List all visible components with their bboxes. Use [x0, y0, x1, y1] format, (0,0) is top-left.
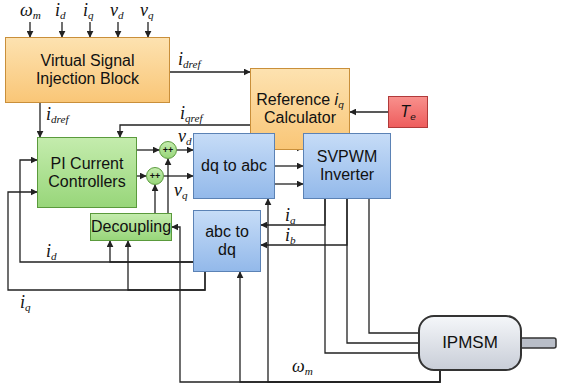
motor-shaft — [520, 338, 556, 348]
symbol-letter: i — [46, 241, 51, 261]
symbol-subscript: dref — [51, 113, 69, 125]
node-text: dq to abc — [201, 157, 267, 175]
node-text: abc to dq — [198, 223, 256, 259]
process-box: Decoupling — [90, 213, 172, 241]
signal-label: vq — [174, 181, 188, 199]
node-text: Decoupling — [91, 218, 171, 236]
signal-label: idref — [178, 50, 201, 68]
signal-label: iq — [20, 293, 31, 311]
signal-connector — [240, 272, 440, 382]
symbol-subscript: d — [186, 135, 192, 147]
node-text: + — [163, 146, 168, 155]
signal-connector — [369, 199, 418, 333]
signal-connector — [170, 71, 250, 72]
signal-label: ωm — [20, 1, 41, 19]
sum-junction: ++ — [146, 167, 164, 185]
sum-junction: ++ — [159, 141, 177, 159]
inverter-box: SVPWM Inverter — [303, 133, 391, 199]
symbol-subscript: q — [338, 99, 344, 110]
signal-label: id — [55, 1, 66, 19]
symbol-subscript: d — [51, 250, 57, 262]
symbol-subscript: q — [182, 189, 188, 201]
node-text: Virtual Signal Injection Block — [10, 52, 165, 88]
symbol-letter: i — [285, 205, 290, 225]
signal-connector — [350, 111, 388, 112]
symbol-subscript: q — [25, 301, 31, 313]
node-text: Te — [400, 103, 415, 121]
symbol-letter: ω — [20, 0, 33, 20]
input-arrow — [89, 22, 90, 37]
symbol-letter: i — [285, 225, 290, 245]
signal-label: ωm — [292, 357, 313, 375]
symbol-subscript: d — [118, 9, 124, 21]
node-text: + — [155, 172, 160, 181]
signal-connector — [39, 103, 40, 137]
input-box: Te — [388, 96, 428, 128]
symbol-letter: i — [180, 103, 185, 123]
input-arrow — [117, 22, 118, 37]
signal-connector — [164, 175, 193, 176]
signal-connector — [261, 199, 347, 245]
symbol-letter: v — [174, 180, 182, 200]
node-text: IPMSM — [442, 333, 498, 352]
symbol-letter: i — [46, 104, 51, 124]
symbol-subscript: b — [290, 234, 296, 246]
symbol-letter: T — [400, 103, 410, 120]
controller-box: PI Current Controllers — [37, 137, 137, 208]
signal-label: vd — [178, 127, 192, 145]
symbol-letter: i — [335, 91, 339, 108]
signal-label: iqref — [180, 104, 203, 122]
signal-connector — [167, 159, 168, 213]
motor-body: IPMSM — [418, 315, 522, 371]
signal-label: iq — [83, 1, 94, 19]
input-arrows — [30, 22, 148, 37]
node-text: + — [168, 146, 173, 155]
node-text: SVPWM Inverter — [308, 148, 386, 184]
symbol-letter: v — [140, 0, 148, 20]
symbol-subscript: m — [305, 365, 313, 377]
signal-connector — [154, 185, 155, 213]
symbol-letter: i — [178, 49, 183, 69]
input-arrow — [61, 22, 62, 37]
symbol-subscript: qref — [185, 112, 203, 124]
node-text: Reference iq Calculator — [255, 91, 345, 127]
signal-connector — [137, 149, 159, 150]
signal-connector — [177, 149, 193, 150]
signal-connector — [347, 199, 418, 343]
signal-label: ib — [285, 226, 296, 244]
process-box: Virtual Signal Injection Block — [5, 37, 170, 103]
symbol-subscript: a — [290, 214, 296, 226]
symbol-subscript: dref — [183, 58, 201, 70]
signal-label: id — [46, 242, 57, 260]
node-text: PI Current Controllers — [42, 155, 132, 191]
symbol-letter: i — [55, 0, 60, 20]
node-text: + — [150, 172, 155, 181]
symbol-subscript: q — [88, 9, 94, 21]
input-arrow — [29, 22, 30, 37]
input-arrow — [147, 22, 148, 37]
symbol-letter: ω — [292, 356, 305, 376]
signal-connector — [325, 199, 418, 353]
transform-box: abc to dq — [193, 210, 261, 272]
symbol-letter: i — [20, 292, 25, 312]
signal-label: ia — [285, 206, 296, 224]
symbol-subscript: q — [148, 9, 154, 21]
symbol-letter: i — [83, 0, 88, 20]
signal-connector — [137, 175, 146, 176]
symbol-letter: v — [110, 0, 118, 20]
signal-connector — [268, 199, 440, 382]
signal-label: vd — [110, 1, 124, 19]
transform-box: dq to abc — [193, 133, 275, 199]
symbol-subscript: e — [410, 111, 416, 122]
symbol-subscript: m — [33, 9, 41, 21]
symbol-subscript: d — [60, 9, 66, 21]
signal-label: idref — [46, 105, 69, 123]
symbol-letter: v — [178, 126, 186, 146]
signal-label: vq — [140, 1, 154, 19]
signal-connector — [275, 183, 303, 184]
signal-connector — [275, 165, 303, 166]
